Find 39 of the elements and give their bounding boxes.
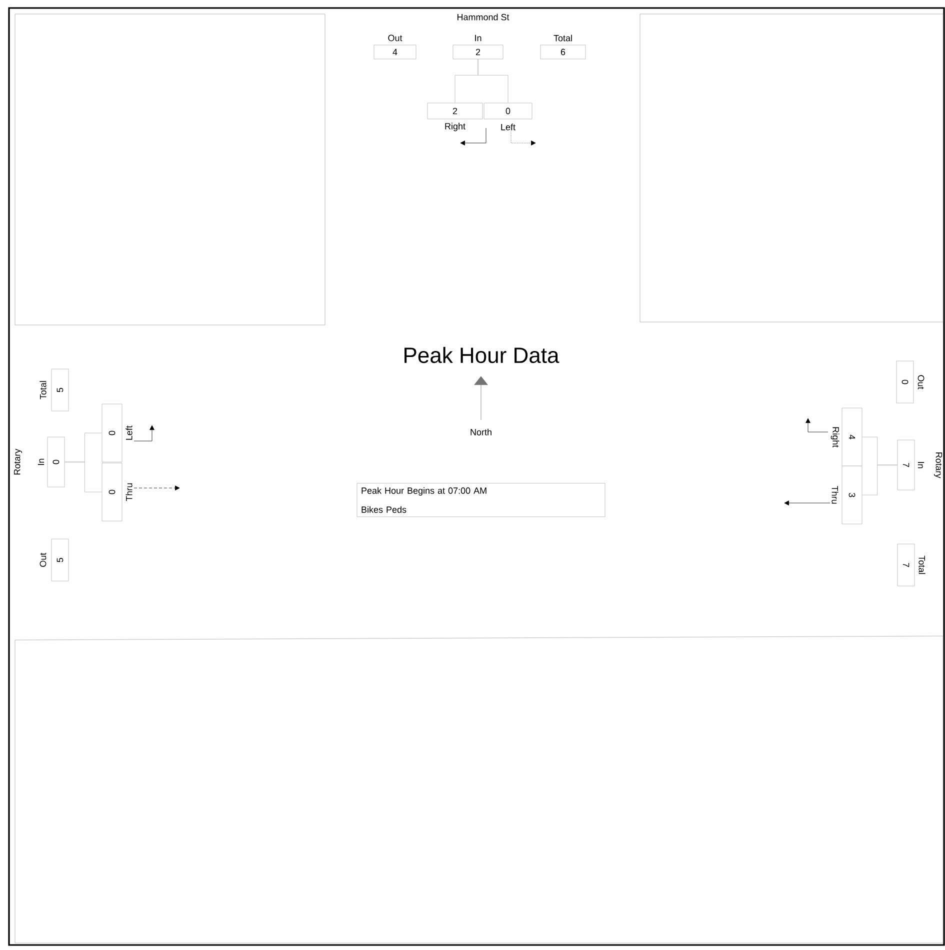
connector-line [478, 59, 508, 103]
node-label: In [475, 34, 482, 42]
count-box: 4 Out [374, 34, 416, 60]
count-box: 0 In [38, 436, 65, 488]
count-box: 3 Thru [832, 466, 862, 524]
info-box: Peak Hour Begins at 07:00 AM Bikes Peds [356, 483, 606, 517]
count-box: 6 Total [540, 34, 586, 60]
connector-line [862, 464, 898, 496]
count-box: 4 Right [830, 408, 862, 466]
node-label: Right [830, 427, 840, 448]
node-label: Out [388, 34, 402, 42]
count-box: 0 Out [896, 360, 924, 404]
count-box: 0 Left [484, 102, 532, 130]
street-label: Rotary [934, 452, 942, 478]
count-box: 7 In [897, 440, 924, 490]
count-box: 2 In [452, 34, 504, 60]
count-box: 2 Right [427, 102, 483, 132]
node-label: Right [445, 122, 466, 132]
node-label: In [918, 462, 924, 468]
title: Peak Hour Data [404, 346, 560, 364]
street-label: Rotary [14, 448, 22, 475]
connector-line [64, 462, 102, 492]
node-label: Total [40, 381, 46, 400]
node-label: Out [918, 375, 924, 390]
node-label: Left [501, 124, 516, 130]
count-box: 5 Total [40, 368, 69, 412]
node-label: Total [554, 34, 572, 42]
node-label: Thru [126, 483, 132, 502]
node-label: Left [126, 426, 132, 440]
count-box: 5 Out [40, 538, 69, 582]
street-label: North [470, 428, 492, 436]
count-box: 0 Thru [102, 462, 132, 522]
count-box: 7 Total [897, 544, 926, 586]
count-box: 0 Left [102, 404, 132, 462]
node-label: Thru [832, 486, 838, 504]
node-label: Out [40, 552, 46, 567]
node-label: Total [918, 556, 926, 574]
street-label: Hammond St [457, 14, 510, 20]
node-label: In [38, 458, 44, 465]
